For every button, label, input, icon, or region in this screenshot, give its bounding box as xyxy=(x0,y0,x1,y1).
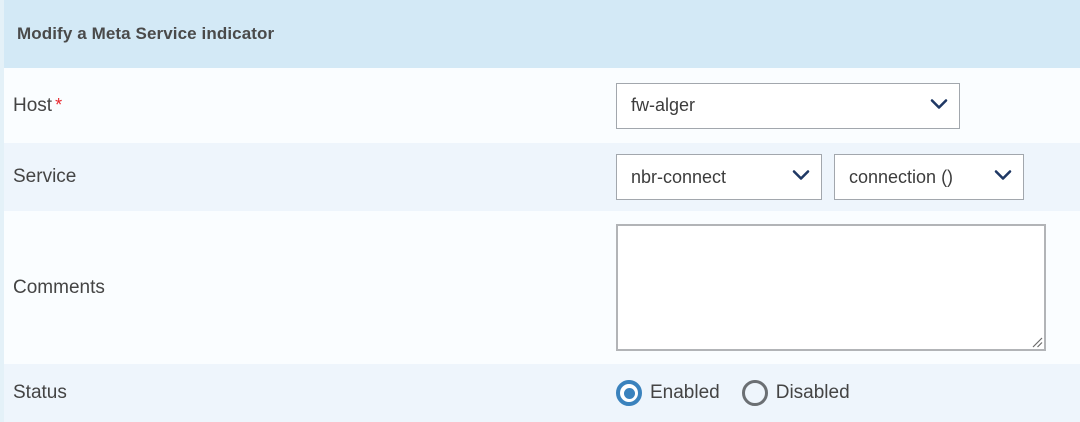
metric-select[interactable]: connection () xyxy=(834,154,1024,200)
status-radio-group: Enabled Disabled xyxy=(616,380,872,406)
service-field: nbr-connect connection () xyxy=(616,154,1080,200)
comments-label: Comments xyxy=(4,277,616,299)
panel-header: Modify a Meta Service indicator xyxy=(0,0,1080,68)
status-label: Status xyxy=(4,382,616,404)
status-option-enabled-label: Enabled xyxy=(650,382,720,403)
chevron-down-icon xyxy=(792,168,810,186)
host-label-text: Host xyxy=(13,94,53,116)
status-option-disabled[interactable]: Disabled xyxy=(741,380,850,406)
host-select[interactable]: fw-alger xyxy=(616,82,960,129)
status-label-text: Status xyxy=(13,382,67,403)
comments-field xyxy=(616,224,1080,351)
service-select-value: nbr-connect xyxy=(631,166,727,187)
form-row-service: Service nbr-connect connection () xyxy=(0,143,1080,211)
radio-unselected-icon[interactable] xyxy=(741,380,768,406)
service-label: Service xyxy=(4,166,616,188)
form-row-comments: Comments xyxy=(0,211,1080,364)
status-option-disabled-label: Disabled xyxy=(775,382,850,403)
service-label-text: Service xyxy=(13,166,77,187)
form-row-host: Host* fw-alger xyxy=(0,68,1080,143)
radio-selected-icon[interactable] xyxy=(616,380,642,406)
page-title: Modify a Meta Service indicator xyxy=(17,24,275,43)
host-select-value: fw-alger xyxy=(631,95,696,115)
chevron-down-icon xyxy=(994,168,1012,186)
required-asterisk: * xyxy=(55,94,63,115)
comments-textarea-wrapper[interactable] xyxy=(616,224,1046,351)
status-field: Enabled Disabled xyxy=(616,380,1080,406)
form-row-status: Status Enabled Disabled xyxy=(0,364,1080,422)
comments-label-text: Comments xyxy=(13,276,105,298)
comments-textarea[interactable] xyxy=(618,226,1044,349)
metric-select-value: connection () xyxy=(849,166,954,187)
host-field: fw-alger xyxy=(616,82,1080,129)
status-option-enabled[interactable]: Enabled xyxy=(616,380,720,406)
chevron-down-icon xyxy=(930,97,948,115)
host-label: Host* xyxy=(4,95,616,117)
service-select[interactable]: nbr-connect xyxy=(616,154,822,200)
